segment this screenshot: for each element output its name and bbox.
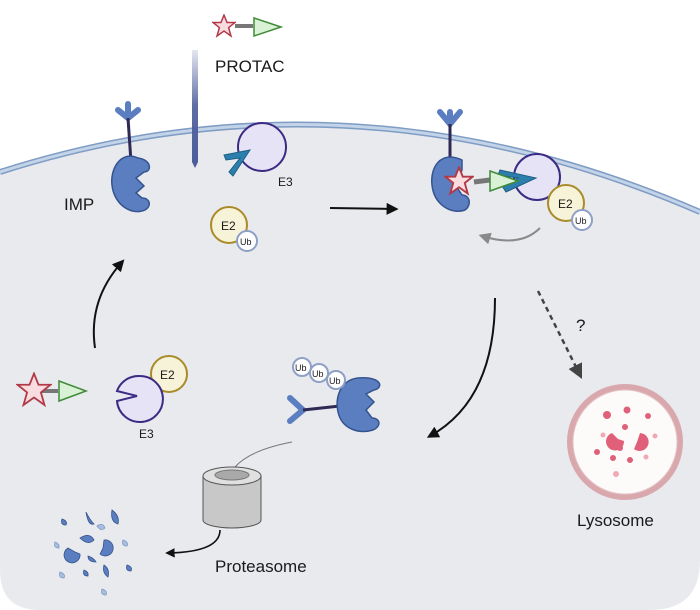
- receptor-y-icon: [115, 101, 141, 122]
- ub-chain-3: Ub: [329, 376, 341, 386]
- arrow-to-lysosome: [536, 290, 583, 380]
- proteasome-label: Proteasome: [215, 557, 307, 576]
- triangle-ligand-icon: [58, 379, 89, 403]
- e2-complex-label: E2: [558, 197, 573, 211]
- ub-transfer-arrow: [478, 227, 541, 245]
- arrow-to-fragments: [165, 529, 221, 558]
- question-label: ?: [576, 316, 585, 335]
- imp-protein: [111, 101, 151, 213]
- protac-molecule-top: [212, 14, 284, 38]
- protac-molecule-free: [16, 372, 89, 406]
- ternary-complex: [431, 109, 593, 231]
- ub-chain-1: Ub: [295, 363, 307, 373]
- peptide-fragments: [54, 509, 132, 596]
- e3-e2-complex-free: [115, 355, 188, 423]
- protac-label: PROTAC: [215, 57, 285, 76]
- imp-label: IMP: [64, 195, 94, 214]
- ub-complex-label: Ub: [575, 216, 587, 226]
- cell: [0, 121, 700, 610]
- star-ligand-icon: [212, 14, 236, 37]
- e3-ligase-top: [223, 122, 287, 177]
- imp-c-shape-icon: [111, 155, 151, 213]
- e3-top-label: E3: [278, 175, 293, 189]
- ub-top-label: Ub: [240, 237, 252, 247]
- e2-ub-top: [210, 206, 258, 252]
- ub-chain-2: Ub: [312, 369, 324, 379]
- membrane-entry-needle: [192, 50, 198, 168]
- triangle-ligand-icon: [253, 16, 284, 38]
- arrow-recycle-up: [92, 259, 125, 349]
- e2-bottom-label: E2: [160, 368, 175, 382]
- e2-top-label: E2: [221, 219, 236, 233]
- lysosome: [567, 384, 683, 500]
- receptor-y-icon: [437, 109, 463, 129]
- proteasome: [202, 466, 262, 529]
- cytoplasm: [0, 124, 700, 610]
- arrow-to-ternary-complex: [329, 202, 399, 215]
- lysosome-label: Lysosome: [577, 511, 654, 530]
- e3-bottom-label: E3: [139, 427, 154, 441]
- arrow-to-ubiquitinated-imp: [426, 297, 496, 438]
- connector-line: [234, 441, 293, 468]
- polyubiquitinated-imp: [287, 357, 381, 433]
- adaptor-icon: [223, 149, 252, 177]
